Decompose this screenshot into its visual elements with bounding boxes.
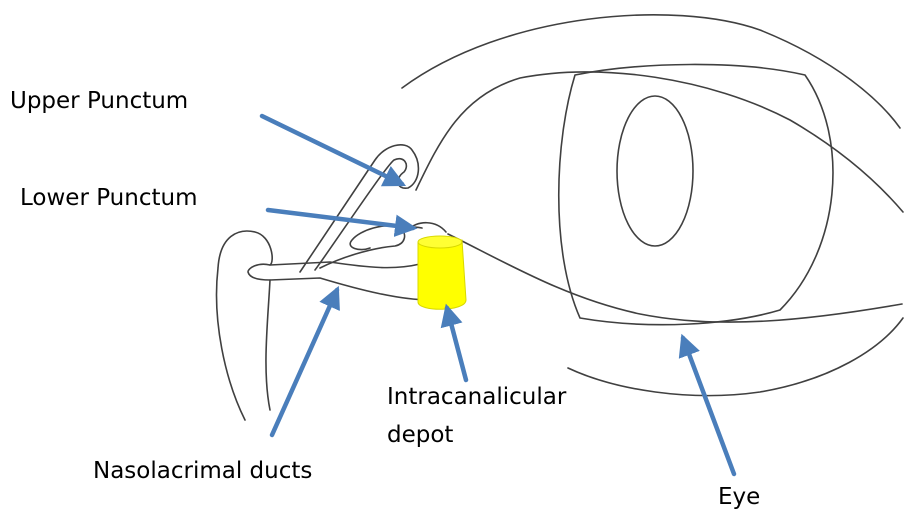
intracanalicular-depot [418,236,466,309]
lacrimal-sac-outline [217,231,273,420]
brow-outline [402,15,900,128]
lower-lid-outer-outline [568,318,903,396]
label-lower-punctum: Lower Punctum [20,183,197,214]
eye-arrow [683,338,734,474]
label-upper-punctum: Upper Punctum [10,86,188,117]
upper-punctum-arrow [262,116,402,184]
iris-outline [559,64,833,324]
depot-arrow [447,308,466,380]
label-eye: Eye [718,482,760,513]
label-depot-line2: depot [387,420,453,451]
label-nasolacrimal-ducts: Nasolacrimal ducts [93,456,312,487]
pupil-outline [617,96,693,246]
lower-eyelid-outline [448,234,902,322]
label-depot-line1: Intracanalicular [387,382,566,413]
common-duct-outline [270,262,430,300]
nasolacrimal-arrow [272,290,337,435]
